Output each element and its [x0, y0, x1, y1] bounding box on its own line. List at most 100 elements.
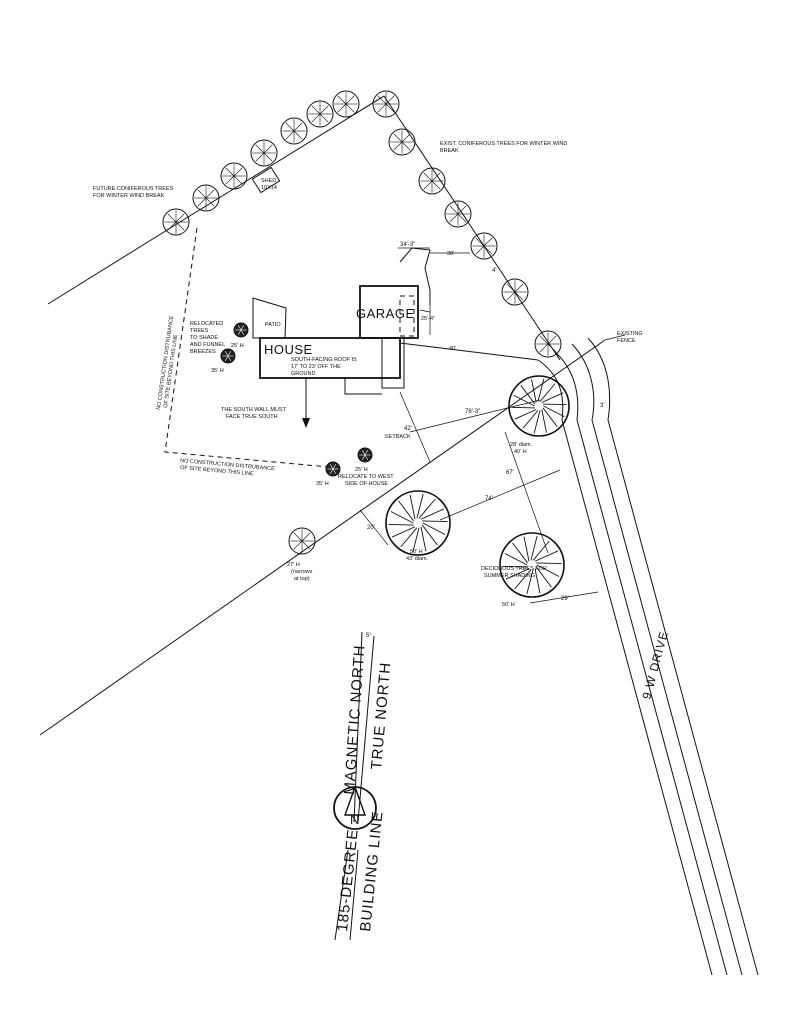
existing-fence-line	[604, 334, 626, 341]
patio-label: PATIO	[265, 322, 281, 328]
relocated-height-a: 25' H	[231, 343, 244, 349]
property-line-northwest	[47, 221, 181, 305]
south-arrow-head	[302, 418, 310, 428]
true-north-label: TRUE NORTH	[368, 661, 394, 770]
relocated-trees	[220, 322, 373, 477]
conifer-tree	[388, 128, 416, 156]
relocated-height-b: 35' H	[211, 368, 224, 374]
future-trees-label-2: FOR WINTER WIND BREAK	[93, 193, 165, 199]
patio	[252, 297, 287, 339]
dim-29: 29'	[561, 596, 569, 602]
relocated-label-4: AND FUNNEL	[190, 342, 225, 348]
conifer-tree	[192, 184, 220, 212]
magnetic-north-label: MAGNETIC NORTH	[341, 644, 368, 795]
dim-3: 3'	[600, 403, 604, 409]
relocated-label-1: RELOCATED	[190, 321, 223, 327]
conifer-tree	[250, 139, 278, 167]
property-line-north	[179, 95, 385, 223]
low-tree-label: 50' H	[502, 602, 515, 608]
relocate-west-label-2: SIDE OF HOUSE	[345, 481, 388, 487]
north-arrow-assembly: 5° MAGNETIC NORTH TRUE NORTH 185-DEGREE …	[333, 631, 394, 941]
setback-line	[399, 391, 431, 463]
conifer-tree	[372, 90, 400, 118]
dim-4: 4'	[492, 268, 496, 274]
dim-67: 67'	[506, 470, 514, 476]
house-wing	[381, 337, 405, 389]
conifer-tree	[288, 527, 316, 555]
deciduous-trees	[385, 375, 570, 598]
conifer-tree	[162, 208, 190, 236]
big-tree-label-1: 28' diam.	[510, 442, 533, 448]
conifer-tree	[280, 117, 308, 145]
deciduous-tree	[385, 490, 451, 556]
conifer-tree	[306, 100, 334, 128]
declination-label: 5°	[366, 633, 372, 639]
conifer-tree	[534, 330, 562, 358]
house-step	[344, 378, 382, 395]
conifer-tree	[220, 162, 248, 190]
mid-tree-label-2: 43' diam.	[406, 556, 429, 562]
small-tree-label-3: at top)	[294, 576, 310, 582]
shed	[251, 166, 281, 194]
relocate-west-label-1: RELOCATE TO WEST	[338, 474, 394, 480]
dim-74-line	[439, 469, 561, 521]
driveway-line-2	[419, 309, 431, 313]
garage-label: GARAGE	[356, 306, 415, 321]
dim-20-line	[359, 509, 389, 546]
property-line-northeast	[383, 95, 561, 361]
existing-fence-label-2: FENCE	[617, 338, 636, 344]
house	[259, 337, 401, 379]
big-tree-label-2: 40' H	[514, 449, 527, 455]
mid-tree-label-1: 50' H	[410, 549, 423, 555]
existing-fence-label-1: EXISTING	[617, 331, 643, 337]
relocated-label-5: BREEZES	[190, 349, 216, 355]
small-tree-label-1: 27' H	[287, 562, 300, 568]
no-construction-boundary	[164, 227, 341, 469]
driveway-line	[399, 342, 539, 361]
north-compass-arrow	[344, 784, 366, 816]
true-north-line	[357, 635, 375, 823]
building-line-lower-2	[349, 849, 359, 941]
conifer-tree	[418, 167, 446, 195]
relocated-label-2: TREES	[190, 328, 209, 334]
relocated-label-3: TO SHADE	[190, 335, 218, 341]
setback-label: SETBACK	[385, 434, 411, 440]
relocate-west-height-a: 25' H	[355, 467, 368, 473]
conifer-tree	[444, 200, 472, 228]
dim-42: 42'	[404, 426, 412, 432]
driveway-top	[399, 247, 431, 305]
conifer-tree	[501, 278, 529, 306]
house-label: HOUSE	[264, 342, 313, 357]
dim-78-line	[409, 399, 541, 433]
dim-78-3: 78'-3"	[465, 409, 480, 415]
future-trees-label-1: FUTURE CONIFEROUS TREES	[93, 186, 174, 192]
magnetic-north-line	[353, 631, 363, 823]
roof-label-1: SOUTH-FACING ROOF IS	[291, 357, 357, 363]
shed-label-2: 10X14	[261, 185, 277, 191]
dim-40: 40'	[449, 346, 456, 352]
building-line-lower	[334, 849, 349, 941]
dim-74: 74'	[485, 496, 493, 502]
dim-20: 20'	[367, 525, 375, 531]
dim-34-3: 34'-3"	[400, 242, 415, 248]
roof-label-2: 17' TO 23' OFF THE	[291, 364, 341, 370]
relocate-west-height-b: 35' H	[316, 481, 329, 487]
small-tree-label-2: (narrows	[291, 569, 313, 575]
conifer-tree	[470, 232, 498, 260]
road-label: 9 W DRIVE	[639, 629, 671, 701]
shed-label-1: SHED	[261, 178, 276, 184]
exist-trees-label-1: EXIST. CONIFEROUS TREES FOR WINTER WIND	[440, 141, 567, 147]
north-letter: N	[350, 812, 360, 827]
dim-25-4: 25'-4"	[421, 316, 435, 322]
dim-67-line	[504, 431, 549, 554]
coniferous-tree-row	[162, 90, 562, 555]
conifer-tree	[332, 90, 360, 118]
dim-29-line	[529, 591, 599, 604]
deciduous-label-2: SUMMER SHADING	[484, 573, 535, 579]
road-9w-drive	[537, 337, 759, 976]
deciduous-tree	[508, 375, 570, 437]
roof-label-3: GROUND	[291, 371, 315, 377]
deciduous-label-1: DECIDUOUS TREES FOR	[481, 566, 547, 572]
property-line-south	[39, 339, 606, 736]
